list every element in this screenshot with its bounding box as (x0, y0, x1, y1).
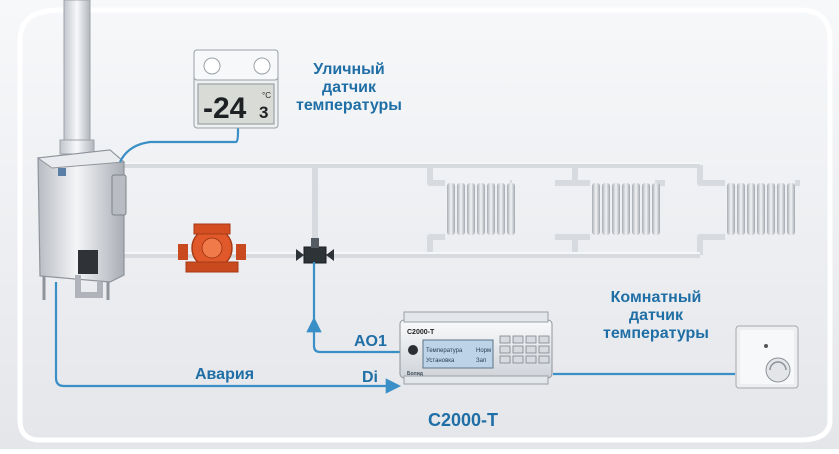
alarm-line (54, 282, 402, 394)
outdoor-sensor-label-line1: Уличный (313, 61, 385, 78)
radiator-icon (592, 183, 660, 235)
boiler-icon (36, 149, 127, 300)
di-label: Di (362, 369, 378, 386)
controller-device: С2000-Т Температура Установка Норм Зап Б… (399, 311, 553, 385)
thermometer-unit: °C (262, 91, 271, 100)
room-sensor (735, 325, 799, 389)
outdoor-thermometer: -24 3 °C (193, 49, 279, 129)
room-sensor-label-line3: температуры (603, 324, 709, 342)
outdoor-sensor-label-line3: температуры (296, 96, 402, 114)
room-sensor-label-line1: Комнатный (610, 289, 702, 306)
mixing-valve-icon (296, 238, 334, 264)
alarm-label: Авария (195, 366, 255, 383)
outdoor-sensor-label: Уличный датчик температуры (296, 61, 402, 115)
thermometer-decimal: 3 (259, 103, 268, 122)
device-model: С2000-Т (407, 329, 435, 336)
device-screen-value2: Зап (476, 358, 486, 364)
outdoor-sensor-label-line2: датчик (321, 78, 376, 96)
ao1-label: AO1 (354, 333, 387, 350)
device-logo-icon (408, 345, 418, 355)
device-keypad (499, 335, 550, 364)
outdoor-sensor-line (119, 128, 240, 163)
ao1-line (306, 316, 400, 354)
pump-icon (178, 223, 246, 273)
controller-label: С2000-Т (428, 410, 499, 430)
room-sensor-label-line2: датчик (628, 306, 683, 324)
device-screen-value1: Норм (476, 348, 491, 354)
device-screen-line1: Температура (426, 348, 463, 354)
thermometer-reading: -24 (203, 92, 247, 125)
signal-lines (54, 128, 735, 394)
device-screen-line2: Установка (426, 358, 455, 364)
chimney (59, 0, 95, 155)
room-sensor-label: Комнатный датчик температуры (603, 289, 709, 343)
radiator-icon (727, 183, 795, 235)
device-logo-text: Болид (407, 371, 424, 377)
radiator-icon (447, 183, 515, 235)
room-frame (17, 7, 833, 443)
